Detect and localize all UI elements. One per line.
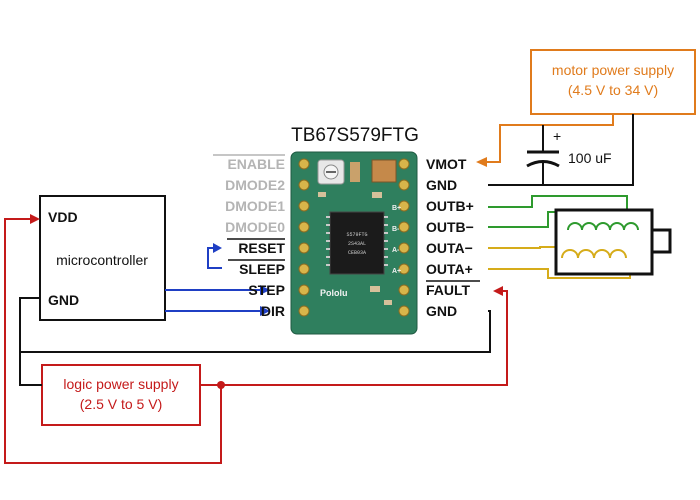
vmot-wire	[486, 114, 614, 163]
silk-label-a-plus: A+	[392, 268, 401, 275]
chip-marking-3: CEB03A	[348, 250, 366, 256]
vdd-wire	[4, 218, 222, 464]
board-title: TB67S579FTG	[291, 125, 419, 146]
pin-step: STEP	[248, 282, 285, 298]
motor-supply-range: (4.5 V to 34 V)	[568, 82, 658, 98]
microcontroller: VDD microcontroller GND	[39, 195, 166, 321]
pin-outb-plus: OUTB+	[426, 198, 474, 214]
pin-gnd-logic: GND	[426, 303, 457, 319]
pin-dmode0: DMODE0	[225, 219, 285, 235]
cap-polarity: +	[553, 128, 561, 144]
junction-dot	[217, 381, 225, 389]
mc-gnd-label: GND	[48, 292, 79, 308]
board-brand: Pololu	[320, 288, 348, 298]
pin-fault: FAULT	[426, 282, 471, 298]
pin-vmot: VMOT	[426, 156, 467, 172]
silk-label-b-plus: B+	[392, 205, 401, 212]
stepper-motor	[554, 208, 672, 276]
vdd-arrow	[30, 214, 40, 224]
reset-sleep-jumper	[207, 247, 222, 269]
wires	[4, 114, 634, 464]
vmot-arrow	[476, 157, 487, 167]
motor-gnd-wire	[488, 114, 634, 186]
coil-b	[567, 222, 639, 231]
pin-dmode1: DMODE1	[225, 198, 285, 214]
logic-supply-range: (2.5 V to 5 V)	[80, 396, 162, 412]
fault-wire	[200, 290, 508, 386]
right-header-pins	[398, 158, 410, 317]
right-pin-labels: VMOT GND OUTB+ OUTB− OUTA− OUTA+ FAULT G…	[426, 156, 480, 319]
dir-arrow	[260, 306, 270, 316]
logic-supply-label: logic power supply	[63, 376, 178, 392]
driver-board: S579FTG 2S43AL CEB03A B+ B- A- A+ Pololu	[290, 151, 418, 335]
step-arrow	[260, 285, 270, 295]
cap-value: 100 uF	[568, 150, 612, 166]
gnd-return-wire	[19, 297, 491, 353]
chip-marking-1: S579FTG	[346, 232, 367, 238]
chip-marking-2: 2S43AL	[348, 241, 366, 247]
pin-outa-plus: OUTA+	[426, 261, 473, 277]
smd-component	[350, 162, 360, 182]
pin-reset: RESET	[238, 240, 285, 256]
jumper-arrow	[213, 243, 222, 253]
motor-power-supply: motor power supply (4.5 V to 34 V)	[530, 49, 696, 115]
driver-chip	[329, 211, 385, 275]
logic-gnd-wire	[19, 352, 42, 386]
pin-dmode2: DMODE2	[225, 177, 285, 193]
pin-sleep: SLEEP	[239, 261, 285, 277]
capacitor: + 100 uF	[526, 128, 612, 168]
logic-power-supply: logic power supply (2.5 V to 5 V)	[41, 364, 201, 426]
mc-vdd-label: VDD	[48, 209, 78, 225]
left-pin-labels: ENABLE DMODE2 DMODE1 DMODE0 RESET SLEEP …	[213, 154, 285, 319]
mc-label: microcontroller	[56, 252, 148, 268]
coil-a	[561, 249, 627, 259]
left-header-pins	[298, 158, 310, 317]
pin-enable: ENABLE	[227, 156, 285, 172]
pin-outb-minus: OUTB−	[426, 219, 474, 235]
smd-capacitor	[371, 159, 397, 183]
motor-supply-label: motor power supply	[552, 62, 674, 78]
fault-arrow	[493, 286, 503, 296]
silk-label-a-minus: A-	[392, 247, 400, 254]
pin-gnd-motor: GND	[426, 177, 457, 193]
silk-label-b-minus: B-	[392, 226, 400, 233]
pin-dir: DIR	[261, 303, 285, 319]
outa-minus-wire	[488, 246, 560, 249]
pin-outa-minus: OUTA−	[426, 240, 473, 256]
